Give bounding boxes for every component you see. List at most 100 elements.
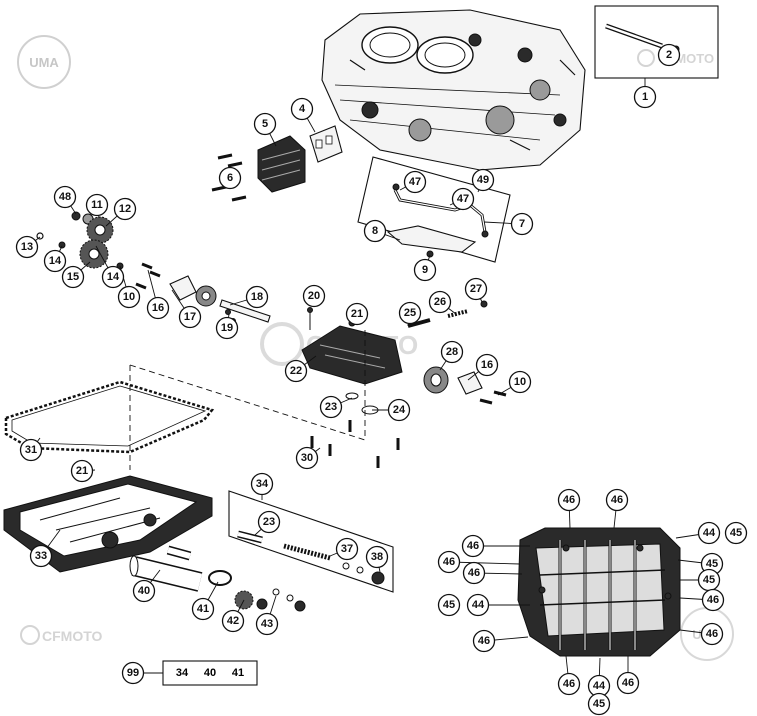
callout-14: 14 (43, 249, 67, 273)
callout-label: 46 (563, 678, 575, 690)
callout-bubble (440, 340, 464, 364)
callout-bubble (724, 521, 748, 545)
callout-label: 47 (457, 193, 469, 205)
callout-label: 46 (478, 635, 490, 647)
callout-bubble (245, 285, 269, 309)
callout-19: 19 (215, 316, 239, 340)
callout-label: 44 (703, 527, 716, 539)
callout-27: 27 (464, 277, 488, 301)
callout-label: 49 (477, 174, 489, 186)
strainer-plate-illustration (386, 225, 477, 258)
callout-bubble (215, 316, 239, 340)
cfmoto-watermark-bottom-left: CFMOTO (20, 625, 103, 645)
callout-bubble (462, 561, 486, 585)
callout-label: 45 (593, 698, 605, 710)
oil-pump-body-illustration (301, 300, 507, 415)
callout-label: 13 (21, 241, 33, 253)
callout-44: 44 (466, 593, 490, 617)
callout-label: 9 (422, 264, 428, 276)
callout-bubble (191, 597, 215, 621)
callout-bubble (70, 459, 94, 483)
callout-label: 46 (443, 556, 455, 568)
callout-label: 44 (593, 680, 606, 692)
callout-label: 46 (468, 567, 480, 579)
callout-label: 45 (703, 574, 715, 586)
callout-bubble (101, 265, 125, 289)
callout-21: 21 (345, 302, 369, 326)
callout-label: 23 (263, 516, 275, 528)
callout-label: 21 (351, 308, 363, 320)
callout-bubble (605, 488, 629, 512)
callout-26: 26 (428, 290, 452, 314)
callout-label: 1 (642, 91, 648, 103)
uma-logo-top-left: UMA (17, 35, 71, 89)
callout-41: 41 (191, 597, 215, 621)
callout-5: 5 (253, 112, 277, 136)
callout-bubble (257, 510, 281, 534)
callout-label: 6 (227, 172, 233, 184)
callout-31: 31 (19, 438, 43, 462)
callout-21: 21 (70, 459, 94, 483)
callout-bubble (461, 534, 485, 558)
callout-99: 99 (121, 661, 145, 685)
callout-bubble (365, 545, 389, 569)
callout-label: 38 (371, 551, 383, 563)
callout-bubble (284, 359, 308, 383)
callout-label: 46 (611, 494, 623, 506)
callout-label: 30 (301, 452, 313, 464)
callout-bubble (557, 488, 581, 512)
callout-bubble (475, 353, 499, 377)
callout-label: 10 (123, 291, 135, 303)
callout-4: 4 (290, 97, 314, 121)
callout-bubble (250, 472, 274, 496)
callout-label: 22 (290, 365, 302, 377)
callout-bubble (403, 170, 427, 194)
callout-label: 16 (481, 359, 493, 371)
oil-filter-kit-illustration (237, 530, 385, 585)
callout-43: 43 (255, 612, 279, 636)
callout-30: 30 (295, 446, 319, 470)
callout-label: 25 (404, 307, 416, 319)
callout-15: 15 (61, 265, 85, 289)
callout-20: 20 (302, 284, 326, 308)
callout-label: 21 (76, 465, 88, 477)
callout-bubble (363, 219, 387, 243)
callout-2: 2 (657, 43, 681, 67)
callout-label: 7 (519, 218, 525, 230)
alignment-line (129, 364, 366, 441)
callout-bubble (557, 672, 581, 696)
callout-bubble (587, 692, 611, 716)
callout-12: 12 (113, 197, 137, 221)
cfmoto-watermark-text: CFMOTO (42, 628, 103, 644)
callout-label: 46 (622, 677, 634, 689)
callout-label: 45 (730, 527, 742, 539)
callout-label: 42 (227, 615, 239, 627)
crankcase-bottom-illustration (517, 527, 681, 657)
callout-33: 33 (29, 544, 53, 568)
callout-bubble (616, 671, 640, 695)
callout-bubble (319, 395, 343, 419)
callout-46: 46 (701, 588, 725, 612)
callout-label: 18 (251, 291, 263, 303)
callout-label: 19 (221, 322, 233, 334)
callout-bubble (508, 370, 532, 394)
callout-bubble (701, 588, 725, 612)
oil-pan-bolts-illustration (310, 420, 400, 468)
callout-label: 16 (152, 302, 164, 314)
callout-9: 9 (413, 258, 437, 282)
callout-bubble (697, 521, 721, 545)
uma-logo-text: UMA (29, 55, 59, 70)
callout-label: 33 (35, 550, 47, 562)
callout-label: 14 (49, 255, 62, 267)
callout-bubble (466, 593, 490, 617)
oil-pump-illustration (135, 262, 271, 324)
callout-bubble (15, 235, 39, 259)
callout-18: 18 (245, 285, 269, 309)
callout-48: 48 (53, 185, 77, 209)
callout-label: 26 (434, 296, 446, 308)
callout-bubble (464, 277, 488, 301)
callout-label: 45 (706, 558, 718, 570)
callout-bubble (451, 187, 475, 211)
callout-46: 46 (700, 622, 724, 646)
